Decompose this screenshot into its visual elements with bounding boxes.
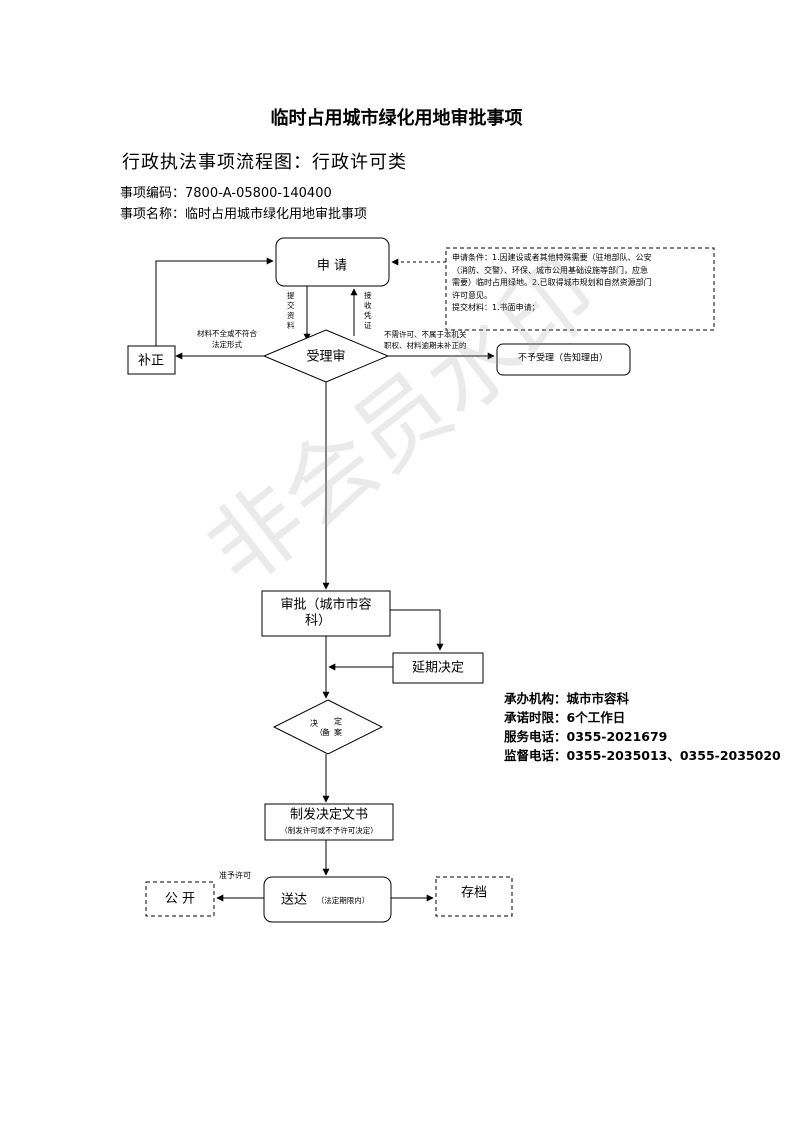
svg-text:凭: 凭 bbox=[364, 310, 372, 320]
decide-diamond bbox=[272, 699, 384, 755]
archive-label: 存档 bbox=[461, 886, 487, 901]
svg-text:备: 备 bbox=[322, 727, 330, 737]
svg-text:接: 接 bbox=[364, 290, 372, 300]
supplement-label: 补正 bbox=[138, 354, 164, 369]
svg-text:案: 案 bbox=[334, 727, 342, 737]
approve-label-line1: 审批（城市市容 bbox=[280, 597, 371, 613]
page-title: 临时占用城市绿化用地审批事项 bbox=[270, 108, 523, 129]
deliver-label: 送达 bbox=[281, 893, 307, 908]
svg-text:收: 收 bbox=[364, 300, 372, 310]
reject-box bbox=[496, 343, 631, 376]
svg-text:提: 提 bbox=[287, 290, 295, 300]
conditions-line: 申请条件：1.因建设或者其他特殊需要（驻地部队、公安 bbox=[452, 253, 652, 262]
publish-label: 公 开 bbox=[165, 892, 195, 907]
extend-box bbox=[392, 652, 484, 684]
svg-text:交: 交 bbox=[287, 300, 295, 310]
conditions-text: 申请条件：1.因建设或者其他特殊需要（驻地部队、公安 （消防、交警）、环保、城市… bbox=[452, 252, 710, 315]
receive-label: 接 收 凭 证 bbox=[364, 290, 372, 330]
svg-text:不需许可、不属于本机关: 不需许可、不属于本机关 bbox=[384, 329, 467, 339]
service-phone-info: 服务电话：0355-2021679 bbox=[504, 729, 668, 744]
supervise-phone-info: 监督电话：0355-2035013、0355-2035020 bbox=[504, 748, 781, 763]
conditions-line: （消防、交警）、环保、城市公用基础设施等部门，应急 bbox=[452, 265, 648, 275]
submit-label: 提 交 资 料 bbox=[287, 290, 295, 330]
deliver-note: （法定期限内） bbox=[317, 895, 370, 905]
svg-text:法定形式: 法定形式 bbox=[212, 339, 242, 349]
apply-label: 申 请 bbox=[317, 259, 347, 274]
svg-text:料: 料 bbox=[287, 320, 295, 330]
reject-reason: 不需许可、不属于本机关 职权、材料逾期未补正的 bbox=[384, 329, 467, 350]
svg-text:资: 资 bbox=[287, 310, 295, 320]
extend-label: 延期决定 bbox=[412, 661, 464, 676]
svg-text:证: 证 bbox=[364, 321, 372, 330]
item-name: 事项名称：临时占用城市绿化用地审批事项 bbox=[120, 207, 368, 222]
apply-box bbox=[275, 237, 390, 287]
agency-info: 承办机构：城市市容科 bbox=[504, 691, 630, 706]
conditions-line: 许可意见。 bbox=[452, 290, 492, 300]
decide-label: 决 定 （ 备 案 bbox=[310, 716, 342, 737]
page-subtitle: 行政执法事项流程图：行政许可类 bbox=[122, 152, 407, 173]
archive-box bbox=[435, 876, 513, 917]
time-limit-info: 承诺时限：6个工作日 bbox=[504, 710, 626, 725]
publish-box bbox=[145, 881, 215, 917]
approve-to-extend-arrow bbox=[390, 609, 444, 651]
conditions-box bbox=[445, 247, 715, 331]
svg-text:材料不全或不符合: 材料不全或不符合 bbox=[197, 328, 257, 338]
svg-text:职权、材料逾期未补正的: 职权、材料逾期未补正的 bbox=[384, 340, 467, 350]
conditions-line: 提交材料：1.书面申请； bbox=[452, 303, 540, 312]
accept-label: 受理审 bbox=[306, 350, 345, 365]
svg-text:定: 定 bbox=[334, 716, 342, 726]
issue-box bbox=[264, 803, 394, 841]
reject-label: 不予受理（告知理由） bbox=[518, 352, 608, 364]
supplement-box bbox=[127, 345, 176, 375]
grant-label: 准予许可 bbox=[219, 870, 251, 880]
conditions-line: 需要）临时占用绿地。2.已取得城市规划和自然资源部门 bbox=[452, 278, 652, 287]
supplement-reason: 材料不全或不符合 法定形式 bbox=[197, 328, 257, 349]
issue-label: 制发决定文书 bbox=[290, 807, 368, 823]
svg-text:（: （ bbox=[315, 728, 323, 737]
approve-label-line2: 科） bbox=[305, 614, 331, 629]
svg-text:决: 决 bbox=[310, 718, 318, 728]
approve-box bbox=[261, 590, 391, 637]
supplement-return-arrow bbox=[155, 257, 274, 346]
issue-note: （制发许可或不予许可决定） bbox=[280, 825, 378, 835]
deliver-box bbox=[263, 876, 392, 923]
item-code: 事项编码：7800-A-05800-140400 bbox=[120, 186, 332, 201]
